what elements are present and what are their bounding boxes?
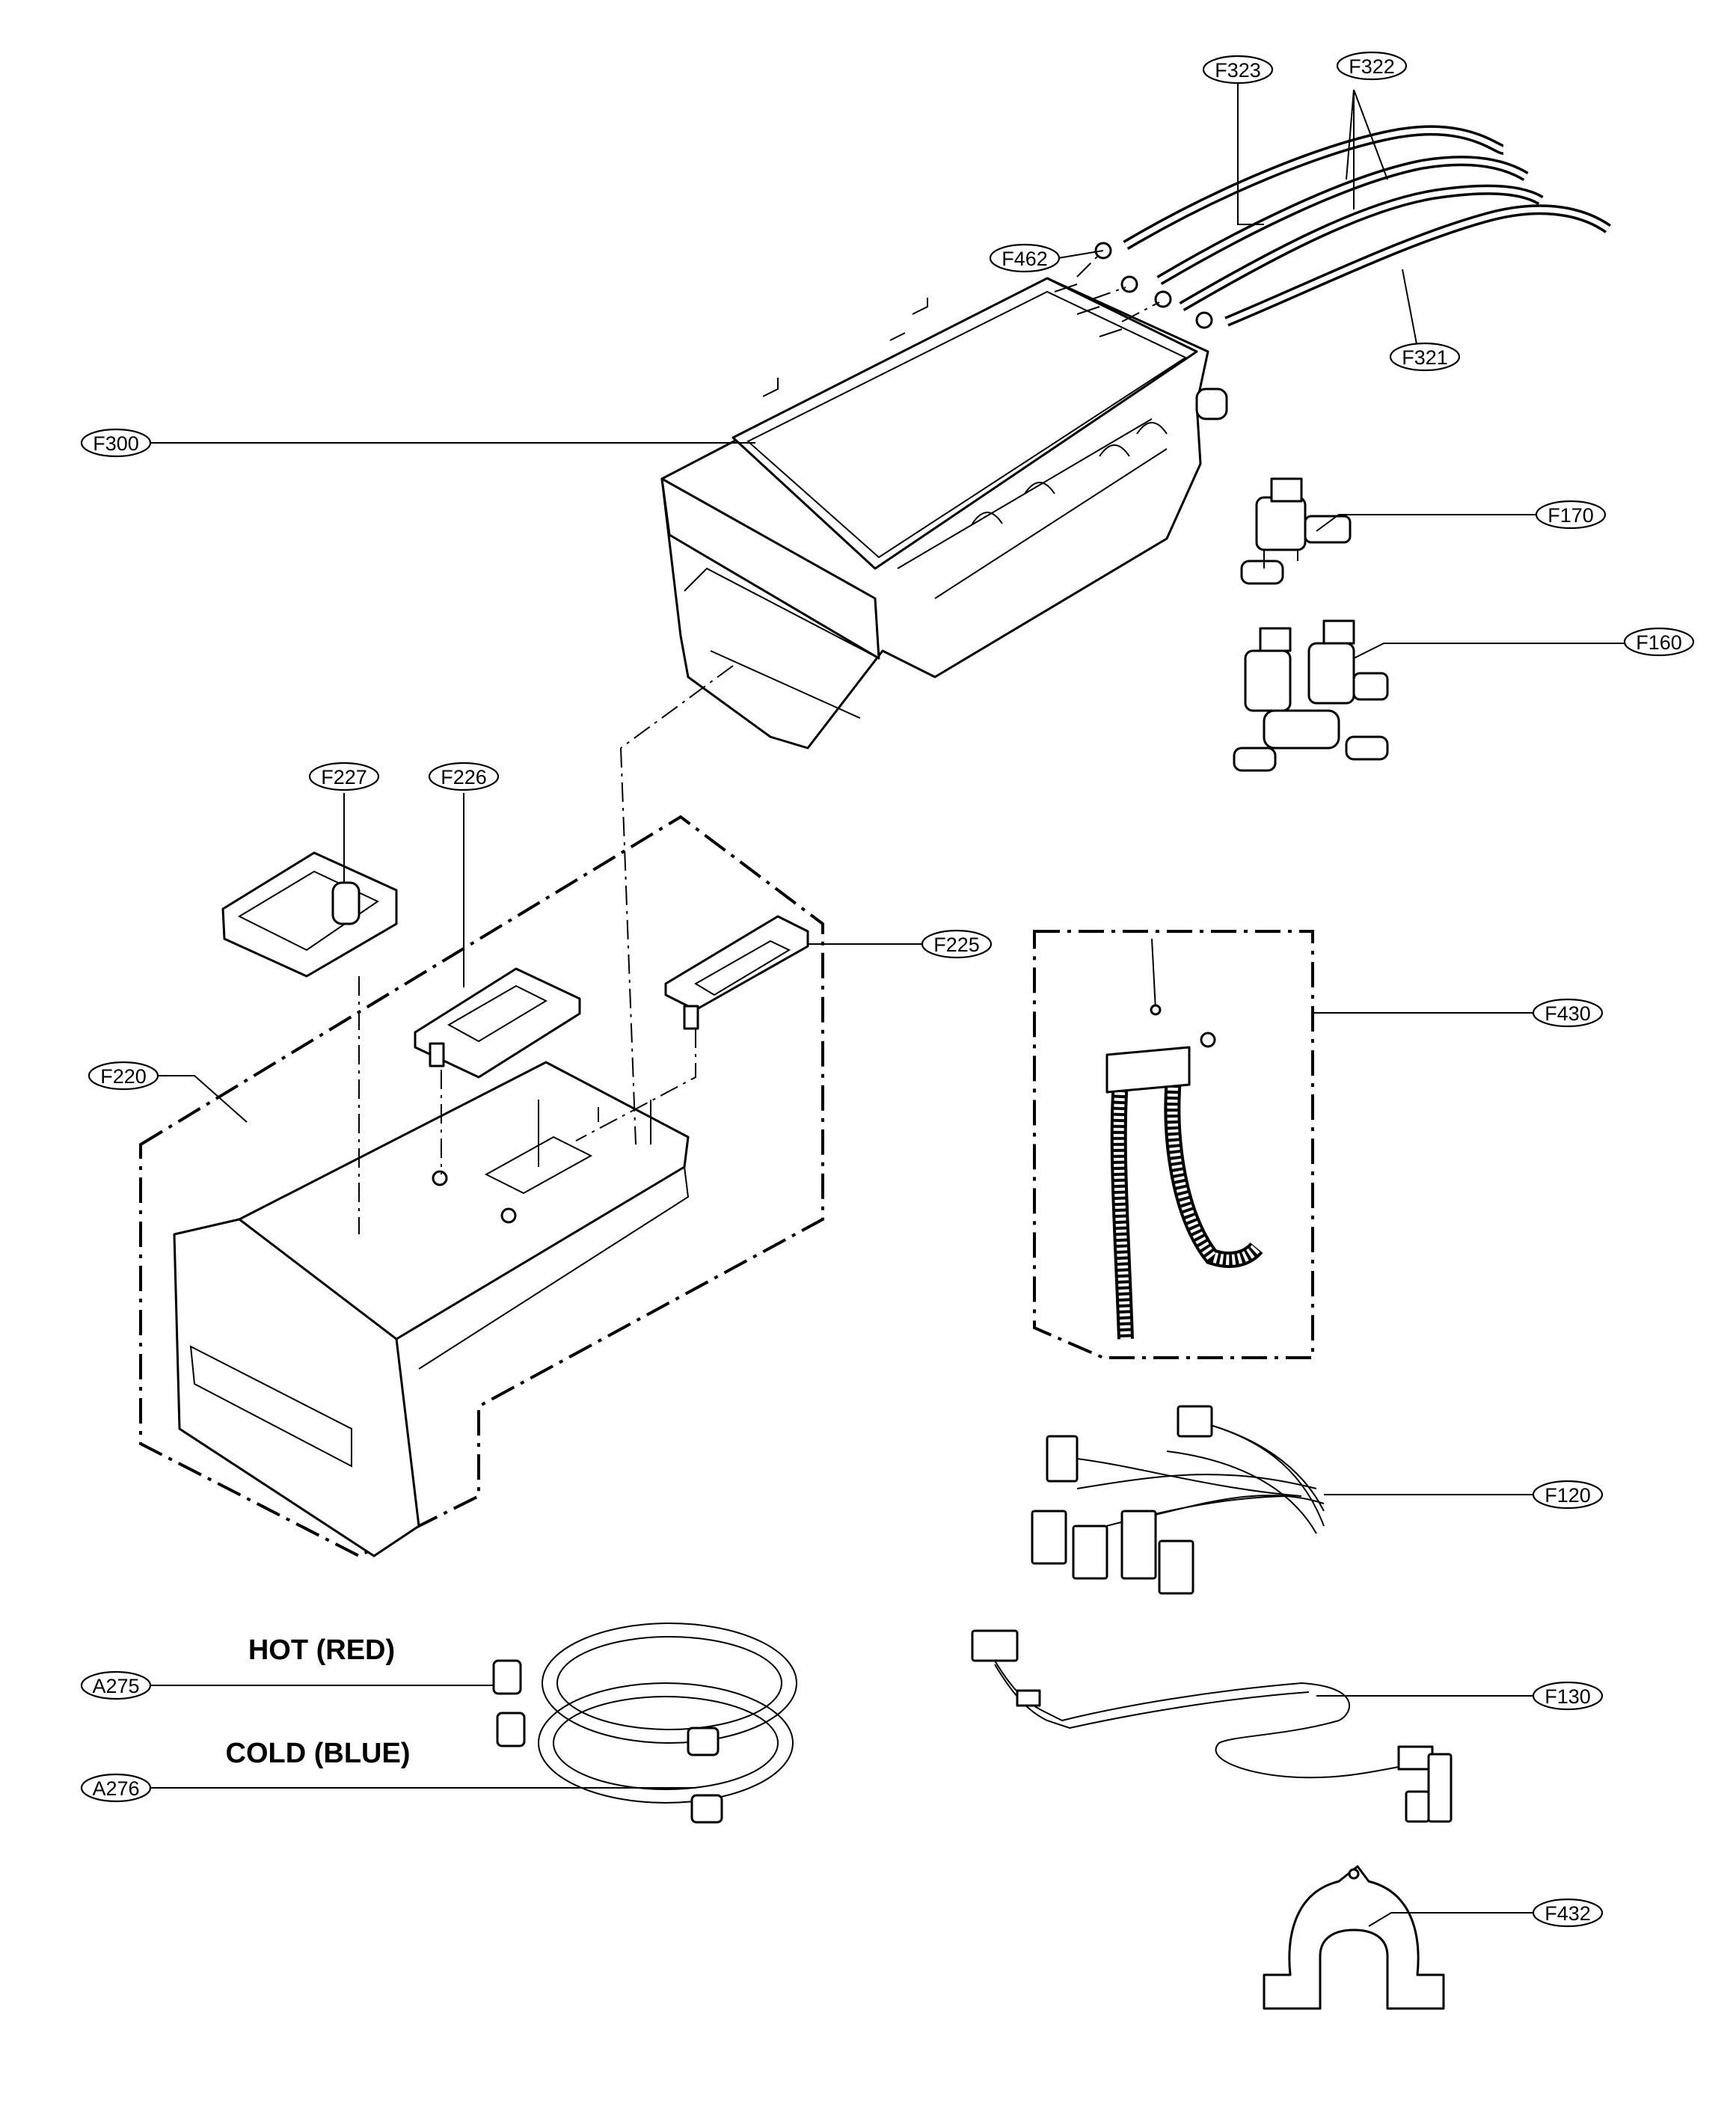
- svg-text:F432: F432: [1545, 1902, 1591, 1925]
- svg-text:F120: F120: [1545, 1484, 1591, 1507]
- svg-text:F300: F300: [93, 432, 139, 455]
- hose-clip-part: [1263, 1865, 1445, 2010]
- callout-F170: F170: [1535, 500, 1607, 530]
- callout-F130: F130: [1532, 1681, 1604, 1711]
- svg-text:F226: F226: [441, 766, 487, 788]
- pressure-switch-hose-part: [1105, 938, 1263, 1340]
- dispenser-housing-part: [660, 277, 1228, 750]
- cold-hose-label: COLD (BLUE): [226, 1738, 411, 1769]
- callout-F323: F323: [1202, 55, 1274, 85]
- callout-F220: F220: [88, 1061, 159, 1091]
- callout-A275: A275: [80, 1670, 152, 1700]
- svg-text:A276: A276: [92, 1777, 139, 1800]
- inlet-hoses-part: [492, 1623, 797, 1824]
- svg-text:F170: F170: [1548, 504, 1594, 527]
- callout-F321: F321: [1389, 342, 1461, 372]
- callout-F120: F120: [1532, 1480, 1604, 1510]
- wire-harness-part: [1031, 1405, 1325, 1595]
- callout-F160: F160: [1623, 627, 1695, 657]
- callout-F322: F322: [1336, 51, 1408, 81]
- hose-clamps-part: [1076, 242, 1213, 329]
- callout-leaders: [150, 75, 1627, 1927]
- detergent-cover-part: [664, 915, 809, 1030]
- svg-text:F462: F462: [1002, 248, 1048, 270]
- callout-F432: F432: [1532, 1898, 1604, 1928]
- callout-F300: F300: [80, 428, 152, 458]
- svg-text:F220: F220: [100, 1065, 147, 1088]
- cable-harness-part: [971, 1629, 1453, 1823]
- callout-F225: F225: [921, 929, 993, 959]
- svg-text:F130: F130: [1545, 1685, 1591, 1708]
- hot-hose-label: HOT (RED): [248, 1634, 395, 1666]
- svg-text:F160: F160: [1636, 631, 1682, 654]
- svg-text:F323: F323: [1215, 59, 1261, 82]
- callout-F227: F227: [308, 762, 380, 791]
- svg-text:F430: F430: [1545, 1002, 1591, 1025]
- callout-F462: F462: [989, 243, 1061, 273]
- svg-text:A275: A275: [92, 1675, 139, 1697]
- svg-text:F322: F322: [1349, 55, 1395, 78]
- svg-text:F227: F227: [321, 766, 367, 788]
- svg-text:F321: F321: [1402, 346, 1448, 369]
- double-water-valve-part: [1233, 619, 1389, 772]
- callout-F226: F226: [428, 762, 500, 791]
- callout-A276: A276: [80, 1773, 152, 1803]
- drain-tubes-part: [1123, 125, 1612, 327]
- callout-F430: F430: [1532, 998, 1604, 1028]
- bleach-cover-part: [414, 967, 581, 1079]
- single-water-valve-part: [1240, 477, 1352, 585]
- pressure-switch-hose-outline: [1033, 930, 1314, 1359]
- svg-text:F225: F225: [933, 934, 980, 956]
- softener-cap-part: [221, 851, 398, 978]
- dispenser-drawer-part: [173, 1061, 690, 1557]
